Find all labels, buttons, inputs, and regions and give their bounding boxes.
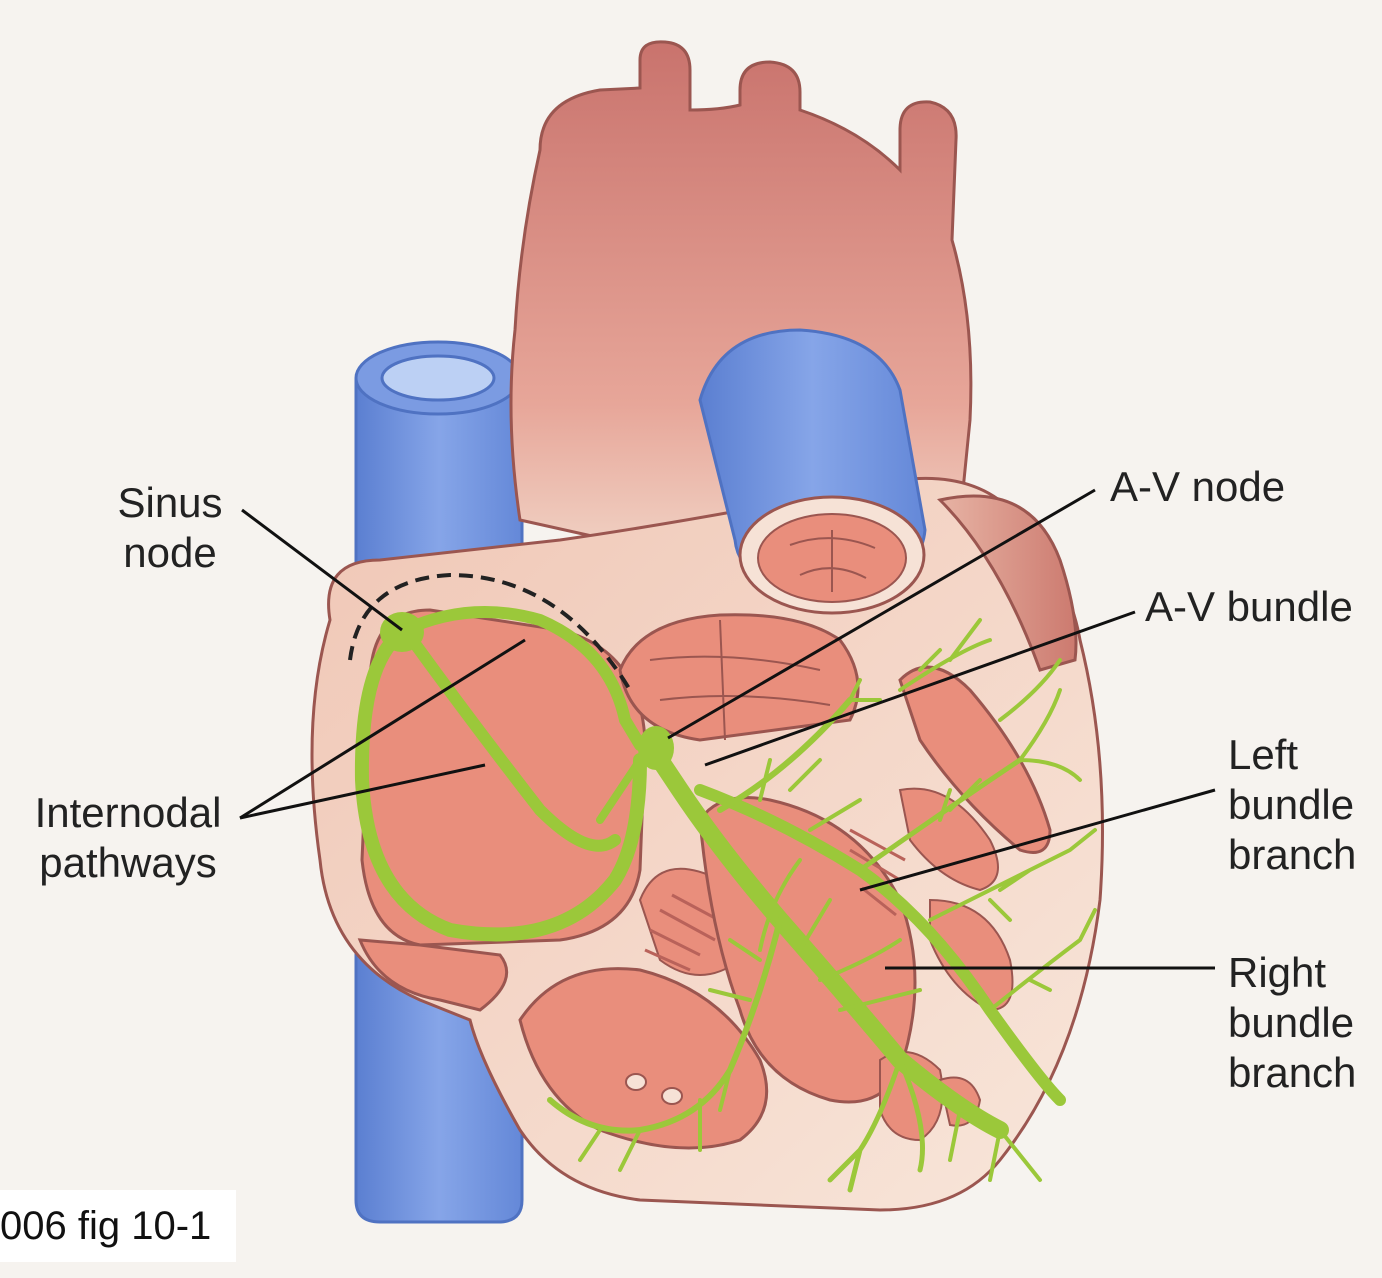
label-left-bundle-line3: branch: [1228, 830, 1356, 880]
label-internodal-pathways: Internodal pathways: [18, 788, 238, 888]
label-right-bundle-line1: Right: [1228, 948, 1356, 998]
label-av-bundle: A-V bundle: [1145, 582, 1353, 632]
label-right-bundle-line2: bundle: [1228, 998, 1356, 1048]
label-sinus-node-line2: node: [110, 528, 230, 578]
label-left-bundle-line1: Left: [1228, 730, 1356, 780]
label-left-bundle-line2: bundle: [1228, 780, 1356, 830]
label-internodal-line1: Internodal: [18, 788, 238, 838]
label-sinus-node-line1: Sinus: [110, 478, 230, 528]
label-internodal-line2: pathways: [18, 838, 238, 888]
label-right-bundle-line3: branch: [1228, 1048, 1356, 1098]
label-av-node: A-V node: [1110, 462, 1285, 512]
figure-caption: 006 fig 10-1: [0, 1190, 236, 1262]
valve-area: [620, 615, 858, 740]
label-left-bundle-branch: Left bundle branch: [1228, 730, 1356, 880]
label-right-bundle-branch: Right bundle branch: [1228, 948, 1356, 1098]
label-sinus-node: Sinus node: [110, 478, 230, 578]
